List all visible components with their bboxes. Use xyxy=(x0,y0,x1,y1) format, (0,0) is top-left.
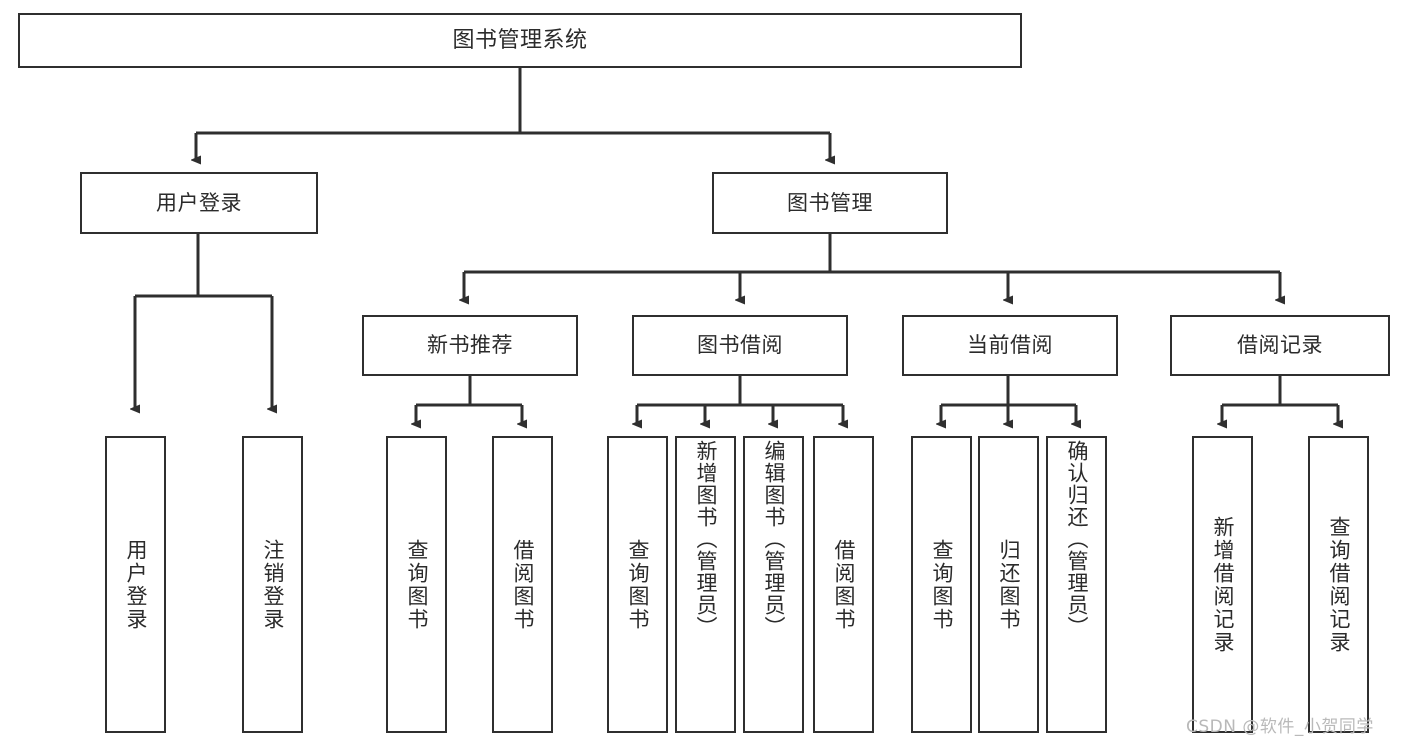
node-book-borrowing[interactable]: 图书借阅 xyxy=(632,315,848,376)
node-leaf-add-borrow-record[interactable]: 新增借阅记录 xyxy=(1192,436,1253,733)
node-leaf-confirm-return-admin[interactable]: 确认归还（管理员） xyxy=(1046,436,1107,733)
node-label: 用户登录 xyxy=(156,190,242,215)
node-label: 当前借阅 xyxy=(967,333,1053,358)
node-leaf-user-login[interactable]: 用户登录 xyxy=(105,436,166,733)
node-label: 查询借阅记录 xyxy=(1327,515,1351,654)
node-label: 查询图书 xyxy=(930,538,954,631)
node-label: 图书管理 xyxy=(787,190,873,215)
node-label: 编辑图书（管理员） xyxy=(762,440,786,638)
node-borrowing-records[interactable]: 借阅记录 xyxy=(1170,315,1390,376)
node-leaf-logout[interactable]: 注销登录 xyxy=(242,436,303,733)
node-label: 查询图书 xyxy=(405,538,429,631)
node-leaf-add-book-admin[interactable]: 新增图书（管理员） xyxy=(675,436,736,733)
node-label: 借阅图书 xyxy=(832,538,856,631)
node-book-management[interactable]: 图书管理 xyxy=(712,172,948,234)
node-label: 图书借阅 xyxy=(697,333,783,358)
node-leaf-edit-book-admin[interactable]: 编辑图书（管理员） xyxy=(743,436,804,733)
node-label: 归还图书 xyxy=(997,538,1021,631)
node-current-borrowing[interactable]: 当前借阅 xyxy=(902,315,1118,376)
node-label: 图书管理系统 xyxy=(452,27,588,53)
node-leaf-query-borrow-record[interactable]: 查询借阅记录 xyxy=(1308,436,1369,733)
node-leaf-query-books-current[interactable]: 查询图书 xyxy=(911,436,972,733)
node-leaf-return-books[interactable]: 归还图书 xyxy=(978,436,1039,733)
node-user-login[interactable]: 用户登录 xyxy=(80,172,318,234)
node-label: 新增借阅记录 xyxy=(1211,515,1235,654)
node-label: 借阅记录 xyxy=(1237,333,1323,358)
node-label: 新书推荐 xyxy=(427,333,513,358)
node-new-book-recommendation[interactable]: 新书推荐 xyxy=(362,315,578,376)
node-label: 确认归还（管理员） xyxy=(1065,440,1089,638)
node-label: 新增图书（管理员） xyxy=(694,440,718,638)
node-label: 用户登录 xyxy=(124,538,148,631)
node-leaf-borrow-books[interactable]: 借阅图书 xyxy=(813,436,874,733)
watermark-text: CSDN @软件_小贺同学 xyxy=(1186,717,1374,737)
node-leaf-query-books-newbooks[interactable]: 查询图书 xyxy=(386,436,447,733)
node-root-book-management-system[interactable]: 图书管理系统 xyxy=(18,13,1022,68)
node-label: 查询图书 xyxy=(626,538,650,631)
node-leaf-query-books-borrow[interactable]: 查询图书 xyxy=(607,436,668,733)
node-label: 借阅图书 xyxy=(511,538,535,631)
node-label: 注销登录 xyxy=(261,538,285,631)
node-leaf-borrow-books-newbooks[interactable]: 借阅图书 xyxy=(492,436,553,733)
